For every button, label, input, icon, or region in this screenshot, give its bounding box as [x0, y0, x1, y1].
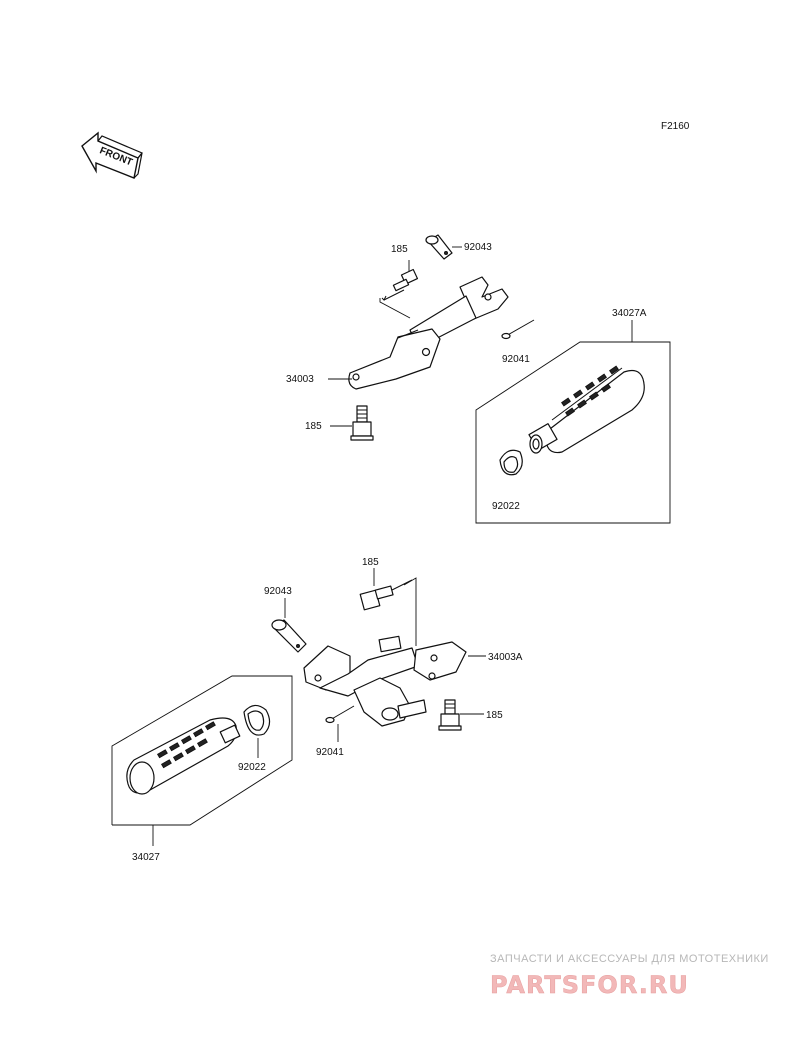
- label-185-low: 185: [362, 557, 379, 568]
- label-185-low2: 185: [486, 710, 503, 721]
- label-92043-top: 92043: [464, 242, 492, 253]
- bracket-34003A-icon: [303, 635, 467, 727]
- cotter-pin-92041-lower-icon: [325, 705, 355, 724]
- washer-92022-upper-icon: [499, 449, 523, 476]
- label-34027A: 34027A: [612, 308, 647, 319]
- bolt-185-lower-icon: [359, 579, 413, 611]
- label-34027: 34027: [132, 852, 160, 863]
- watermark-brand: PARTSFOR.RU: [490, 971, 689, 999]
- label-34003: 34003: [286, 374, 314, 385]
- watermark-tagline: ЗАПЧАСТИ И АКСЕССУАРЫ ДЛЯ МОТОТЕХНИКИ: [490, 953, 769, 965]
- pin-92043-upper-icon: [425, 234, 453, 260]
- bolt-185-upper-icon: [381, 268, 419, 301]
- label-185-mid: 185: [305, 421, 322, 432]
- label-92022-top: 92022: [492, 501, 520, 512]
- cotter-pin-92041-upper-icon: [501, 319, 535, 340]
- label-92043-low: 92043: [264, 586, 292, 597]
- bolt-185-lower2-icon: [438, 699, 462, 731]
- group-34027A-outline: [475, 341, 671, 524]
- pin-92043-lower-icon: [271, 619, 307, 653]
- washer-92022-lower-icon: [243, 704, 271, 736]
- group-34027-outline: [111, 675, 293, 826]
- label-92041-top: 92041: [502, 354, 530, 365]
- footpeg-34027-icon: [126, 717, 241, 795]
- bolt-185-mid-icon: [350, 405, 374, 441]
- label-34003A: 34003A: [488, 652, 523, 663]
- label-185-top: 185: [391, 244, 408, 255]
- figure-code: F2160: [661, 121, 690, 132]
- label-92022-low: 92022: [238, 762, 266, 773]
- front-arrow-icon: FRONT: [81, 131, 143, 179]
- bracket-34003-icon: [348, 276, 509, 390]
- label-92041-low: 92041: [316, 747, 344, 758]
- footpeg-34027A-icon: [528, 365, 645, 454]
